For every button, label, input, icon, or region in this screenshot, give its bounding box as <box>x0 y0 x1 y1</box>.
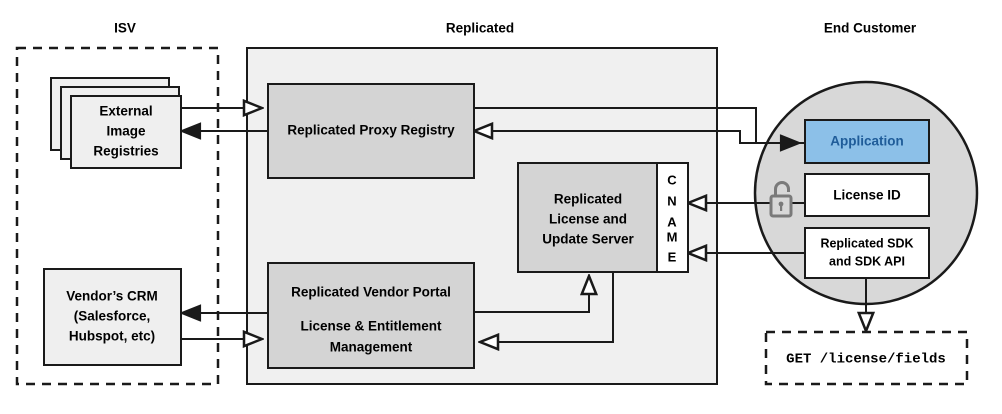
license-server-label-line2: License and <box>549 212 627 227</box>
vendor-portal-label-line1: Replicated Vendor Portal <box>291 285 451 300</box>
unlocked-padlock-icon <box>769 181 793 218</box>
application-box[interactable] <box>804 119 930 164</box>
replicated-sdk-label-line2: and SDK API <box>829 254 905 268</box>
zone-title-end-customer: End Customer <box>824 21 917 36</box>
external-registries-label-line3: Registries <box>93 144 158 159</box>
replicated-sdk-label-line1: Replicated SDK <box>820 236 913 250</box>
flow-licenseserver-to-vendorportal <box>480 272 614 342</box>
replicated-vendor-portal-box[interactable] <box>267 262 475 369</box>
vendor-portal-label-line2: License & Entitlement <box>300 319 442 334</box>
license-id-label: License ID <box>833 188 901 203</box>
cname-letter-e: E <box>668 249 677 264</box>
cname-letter-m: M <box>667 229 678 244</box>
application-label: Application <box>830 134 904 149</box>
flow-vendorportal-to-licenseserver <box>474 276 589 313</box>
replicated-license-update-server-box[interactable] <box>517 162 658 273</box>
api-request-boundary <box>764 330 969 386</box>
license-server-label-line3: Update Server <box>542 232 634 247</box>
replicated-proxy-registry-box[interactable] <box>267 83 475 179</box>
cname-letter-c: C <box>667 172 677 187</box>
replicated-sdk-box[interactable] <box>804 227 930 279</box>
cname-box[interactable] <box>656 162 689 273</box>
license-id-box[interactable] <box>804 173 930 217</box>
cname-letter-a: A <box>667 214 677 229</box>
vendor-crm-label-line3: Hubspot, etc) <box>69 329 155 344</box>
vendor-crm-label-line2: (Salesforce, <box>74 309 151 324</box>
zone-title-replicated: Replicated <box>446 21 514 36</box>
external-registries-box[interactable] <box>70 95 182 169</box>
cname-letter-n: N <box>667 193 676 208</box>
vendor-crm-label-line1: Vendor’s CRM <box>66 289 158 304</box>
license-server-label-line1: Replicated <box>554 192 622 207</box>
vendor-portal-label-line3: Management <box>330 340 413 355</box>
isv-zone-boundary <box>15 46 220 386</box>
vendor-crm-box[interactable] <box>43 268 182 366</box>
external-registries-label-line2: Image <box>106 124 146 139</box>
flow-application-to-proxy <box>474 131 805 144</box>
external-registries-label-line1: External <box>99 104 152 119</box>
zone-title-isv: ISV <box>114 21 136 36</box>
replicated-proxy-registry-label: Replicated Proxy Registry <box>287 123 455 138</box>
api-request-label: GET /license/fields <box>786 352 946 368</box>
